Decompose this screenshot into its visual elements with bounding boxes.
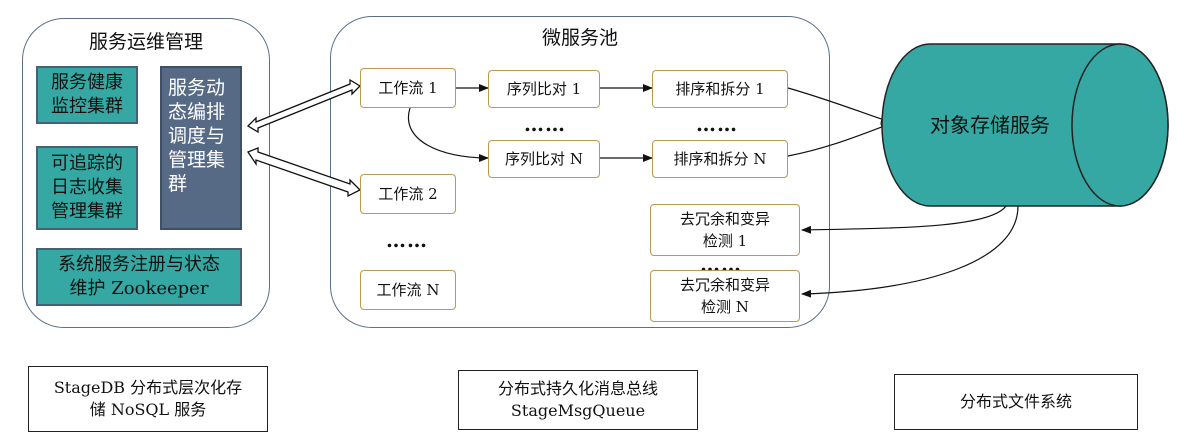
sort-split-ellipsis: …… (696, 112, 738, 136)
stagedb-box: StageDB 分布式层次化存 储 NoSQL 服务 (28, 366, 268, 432)
ops-panel-title: 服务运维管理 (88, 31, 203, 53)
scheduling-cluster: 服务动态编排调度与管理集群 (160, 66, 242, 230)
pool-panel-title: 微服务池 (541, 27, 618, 49)
log-collection-cluster: 可追踪的 日志收集 管理集群 (36, 146, 138, 230)
sort-split-1: 排序和拆分 1 (652, 70, 788, 108)
filesystem-box: 分布式文件系统 (894, 374, 1138, 430)
arrow-storage-dedupN (801, 205, 1019, 298)
zookeeper-registry: 系统服务注册与状态 维护 Zookeeper (36, 248, 242, 306)
arrow-wf1-alignN (407, 107, 489, 162)
workflow-2: 工作流 2 (360, 174, 456, 214)
workflow-ellipsis: …… (386, 228, 428, 252)
arrow-sortN-storage (787, 123, 891, 157)
bidirectional-arrow-2 (247, 147, 362, 198)
dedup-variant-n: 去冗余和变异 检测 N (650, 270, 800, 322)
alignment-ellipsis: …… (524, 112, 566, 136)
alignment-1: 序列比对 1 (488, 70, 600, 108)
dedup-variant-1: 去冗余和变异 检测 1 (650, 204, 800, 256)
arrow-sort1-storage (787, 87, 891, 123)
object-storage-cylinder (881, 43, 1169, 207)
object-storage-label: 对象存储服务 (930, 113, 1050, 137)
health-monitor-cluster: 服务健康 监控集群 (36, 66, 138, 124)
bidirectional-arrow-1 (246, 78, 362, 134)
msgqueue-box: 分布式持久化消息总线 StageMsgQueue (458, 370, 698, 430)
sort-split-n: 排序和拆分 N (652, 140, 788, 178)
workflow-n: 工作流 N (360, 270, 456, 310)
arrow-storage-dedup1 (801, 205, 1007, 234)
alignment-n: 序列比对 N (488, 140, 600, 178)
workflow-1: 工作流 1 (360, 68, 456, 108)
